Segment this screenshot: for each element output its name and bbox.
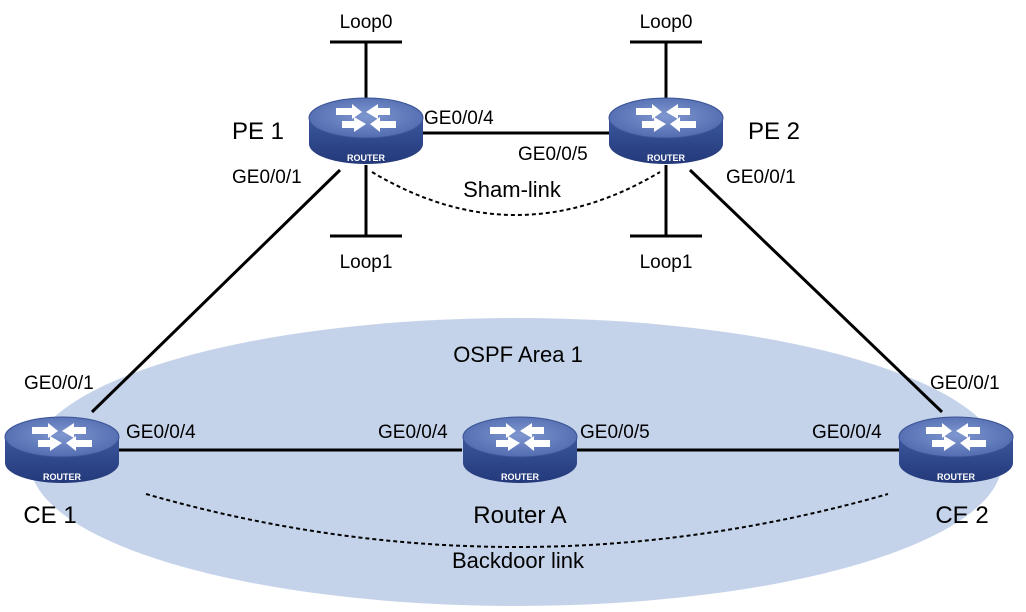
router-badge: ROUTER xyxy=(937,472,976,482)
router-name-pe1: PE 1 xyxy=(232,118,284,145)
router-ce1[interactable]: ROUTER xyxy=(4,416,120,484)
link-pe2-ce2 xyxy=(688,168,944,414)
router-name-ce1: CE 1 xyxy=(23,502,76,529)
interface-label-ra-ce1: GE0/0/4 xyxy=(378,422,448,443)
loopback-label-pe1-top: Loop0 xyxy=(340,12,393,33)
sham-link-curve xyxy=(371,171,661,216)
ospf-area-label: OSPF Area 1 xyxy=(453,342,583,367)
loopback-label-pe2-bottom: Loop1 xyxy=(640,252,693,273)
router-a[interactable]: ROUTER xyxy=(462,416,578,484)
router-badge: ROUTER xyxy=(501,472,540,482)
router-pe2[interactable]: ROUTER xyxy=(608,97,724,165)
interface-label-ce1-pe1: GE0/0/1 xyxy=(24,373,94,394)
backdoor-link-label: Backdoor link xyxy=(452,548,585,573)
interface-label-pe1-pe2: GE0/0/4 xyxy=(424,108,494,129)
router-name-ra: Router A xyxy=(473,502,566,529)
link-pe1-ce1 xyxy=(90,168,342,414)
router-pe1[interactable]: ROUTER xyxy=(308,97,424,165)
interface-label-ra-ce2: GE0/0/5 xyxy=(580,422,650,443)
backdoor-link-curve xyxy=(145,493,889,548)
interface-label-ce1-ra: GE0/0/4 xyxy=(126,422,196,443)
interface-label-ce2-pe2: GE0/0/1 xyxy=(930,373,1000,394)
interface-label-pe2-pe1: GE0/0/5 xyxy=(518,144,588,165)
loopback-label-pe2-top: Loop0 xyxy=(640,12,693,33)
router-ce2[interactable]: ROUTER xyxy=(898,416,1014,484)
interface-label-pe1-ce1: GE0/0/1 xyxy=(232,167,302,188)
router-badge: ROUTER xyxy=(647,153,686,163)
interface-label-pe2-ce2: GE0/0/1 xyxy=(726,167,796,188)
interface-label-ce2-ra: GE0/0/4 xyxy=(812,422,882,443)
router-badge: ROUTER xyxy=(43,472,82,482)
sham-link-label: Sham-link xyxy=(463,177,562,202)
router-badge: ROUTER xyxy=(347,153,386,163)
loopback-label-pe1-bottom: Loop1 xyxy=(340,252,393,273)
router-name-ce2: CE 2 xyxy=(935,502,988,529)
router-name-pe2: PE 2 xyxy=(748,118,800,145)
